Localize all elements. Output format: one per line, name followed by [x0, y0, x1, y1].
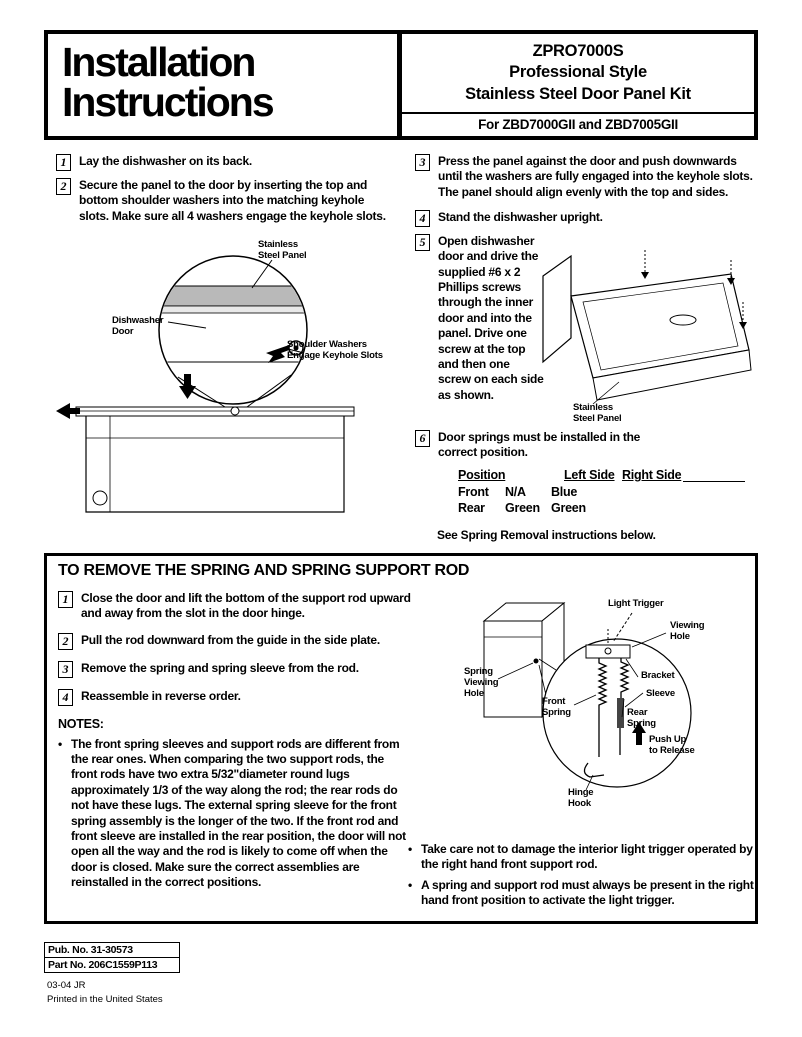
caution-text: Take care not to damage the interior lig… [421, 842, 753, 872]
document-title: Installation Instructions [62, 39, 275, 126]
model-info-box: ZPRO7000S Professional Style Stainless S… [398, 30, 758, 140]
step-number: 4 [58, 688, 73, 706]
cell-right-side: Blue [551, 485, 578, 499]
install-step-4: 4 Stand the dishwasher upright. [415, 210, 751, 227]
document-title-box: Installation Instructions [44, 30, 401, 140]
spring-table-header-row: Position Left Side Right Side [458, 468, 745, 482]
spring-removal-title: TO REMOVE THE SPRING AND SPRING SUPPORT … [58, 562, 470, 579]
spring-removal-section-box [44, 553, 758, 924]
open-door-diagram-art [542, 250, 752, 405]
stainless-steel-panel-label: Stainless Steel Panel [258, 239, 307, 261]
step-number: 3 [58, 660, 73, 678]
step-number: 4 [415, 210, 430, 227]
notes-heading: NOTES: [58, 716, 104, 731]
date-code: 03-04 JR [47, 980, 86, 991]
removal-step-1: 1 Close the door and lift the bottom of … [58, 591, 412, 622]
bullet-icon: • [408, 842, 413, 856]
push-up-to-release-label: Push Up to Release [649, 734, 695, 756]
install-step-5: 5 Open dishwasher door and drive the sup… [415, 234, 551, 403]
step-number: 1 [58, 591, 73, 608]
table-row: Rear Green Green [458, 501, 745, 517]
see-spring-removal-note: See Spring Removal instructions below. [437, 528, 656, 542]
bullet-icon: • [408, 878, 413, 892]
caution-bullet-1: • Take care not to damage the interior l… [408, 842, 755, 873]
cell-left-side: N/A [505, 485, 526, 499]
step-number: 5 [415, 234, 430, 251]
light-trigger-label: Light Trigger [608, 598, 664, 609]
caution-text: A spring and support rod must always be … [421, 878, 754, 908]
pub-number: Pub. No. 31-30573 [44, 942, 180, 958]
step-number: 6 [415, 430, 430, 447]
step-text: Door springs must be installed in the co… [438, 430, 641, 460]
note-item: • The front spring sleeves and support r… [58, 737, 412, 891]
spring-removal-steps: 1 Close the door and lift the bottom of … [58, 591, 412, 890]
panel-washer-diagram-art [56, 255, 355, 513]
rear-spring-label: Rear Spring [627, 707, 656, 729]
col-header-right-side: Right Side [622, 468, 682, 482]
caution-bullet-2: • A spring and support rod must always b… [408, 878, 755, 909]
bullet-icon: • [58, 736, 63, 751]
cell-left-side: Green [505, 500, 540, 515]
printed-in-note: Printed in the United States [47, 994, 163, 1005]
model-number: ZPRO7000S [532, 42, 624, 60]
bracket-label: Bracket [641, 670, 675, 681]
removal-step-3: 3 Remove the spring and spring sleeve fr… [58, 660, 412, 678]
step-text: Reassemble in reverse order. [81, 688, 241, 703]
step-text: Close the door and lift the bottom of th… [81, 591, 411, 621]
header-divider [402, 112, 754, 114]
shoulder-washers-label: Shoulder Washers Engage Keyhole Slots [287, 339, 383, 361]
dishwasher-door-label: Dishwasher Door [112, 315, 164, 337]
cell-position: Front [458, 485, 489, 499]
step-text: Press the panel against the door and pus… [438, 154, 753, 199]
hinge-hook-label: Hinge Hook [568, 787, 594, 809]
step-text: Open dishwasher door and drive the suppl… [438, 234, 544, 402]
part-number: Part No. 206C1559P113 [44, 956, 180, 973]
stainless-steel-panel-label: Stainless Steel Panel [573, 402, 622, 424]
removal-step-4: 4 Reassemble in reverse order. [58, 688, 412, 706]
front-spring-label: Front Spring [542, 696, 571, 718]
compatible-models: For ZBD7000GII and ZBD7005GII [478, 117, 678, 132]
install-step-2: 2 Secure the panel to the door by insert… [56, 178, 390, 224]
open-door-screw-diagram: Stainless Steel Panel [535, 246, 758, 428]
viewing-hole-label: Viewing Hole [670, 620, 705, 642]
step-text: Stand the dishwasher upright. [438, 210, 603, 224]
step-number: 2 [58, 632, 73, 650]
step-text: Remove the spring and spring sleeve from… [81, 660, 359, 675]
spring-viewing-hole-label: Spring Viewing Hole [464, 666, 499, 699]
cell-right-side: Green [551, 500, 586, 515]
step-text: Lay the dishwasher on its back. [79, 154, 252, 168]
model-style-line2: Stainless Steel Door Panel Kit [465, 84, 691, 103]
step-number: 2 [56, 178, 71, 195]
spring-mechanism-diagram-art [482, 601, 692, 791]
step-number: 1 [56, 154, 71, 171]
spring-mechanism-diagram: Light Trigger Viewing Hole Spring Viewin… [436, 585, 758, 837]
col-header-position: Position [458, 468, 506, 482]
install-step-1: 1 Lay the dishwasher on its back. [56, 154, 394, 171]
step-text: Pull the rod downward from the guide in … [81, 632, 380, 647]
step-text: Secure the panel to the door by insertin… [79, 178, 386, 223]
step-number: 3 [415, 154, 430, 171]
col-header-left-side: Left Side [564, 468, 615, 482]
note-text: The front spring sleeves and support rod… [71, 736, 406, 889]
sleeve-label: Sleeve [646, 688, 675, 699]
table-row: Front N/A Blue [458, 485, 745, 501]
install-step-6: 6 Door springs must be installed in the … [415, 430, 677, 461]
install-step-3: 3 Press the panel against the door and p… [415, 154, 755, 200]
cell-position: Rear [458, 500, 485, 515]
panel-washer-detail-diagram: Stainless Steel Panel Dishwasher Door Sh… [56, 236, 396, 538]
header-underline-rule [683, 468, 745, 482]
spring-position-table: Position Left Side Right Side Front N/A … [458, 468, 745, 516]
publication-info: Pub. No. 31-30573 Part No. 206C1559P113 [44, 942, 180, 973]
removal-step-2: 2 Pull the rod downward from the guide i… [58, 632, 412, 650]
model-info: ZPRO7000S Professional Style Stainless S… [402, 34, 754, 112]
model-style-line1: Professional Style [509, 63, 647, 82]
